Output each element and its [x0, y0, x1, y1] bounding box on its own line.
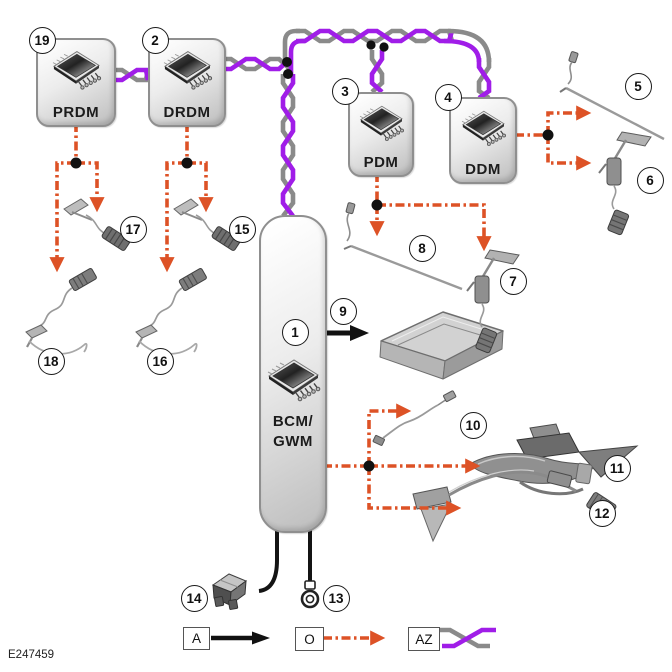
callout-12: 12 [588, 499, 616, 527]
bcm-pigtails [258, 528, 312, 593]
part-10-cable [372, 390, 457, 446]
callout-10: 10 [459, 411, 487, 439]
part-16-handle-cable [134, 266, 209, 356]
eyelet-ring-icon [300, 580, 320, 609]
module-ddm: DDM [449, 97, 517, 184]
callout-18: 18 [37, 347, 65, 375]
module-bcm-label-line1: BCM/ [272, 413, 314, 430]
callout-1: 1 [281, 318, 309, 346]
callout-7: 7 [499, 267, 527, 295]
callout-14: 14 [180, 584, 208, 612]
junction-dots [70, 40, 554, 472]
callout-9: 9 [329, 297, 357, 325]
module-pdm-label: PDM [363, 154, 399, 171]
callout-6: 6 [636, 166, 664, 194]
chip-icon [158, 47, 216, 93]
callout-16: 16 [146, 347, 174, 375]
chip-icon [457, 107, 509, 149]
can-bus-corners [282, 28, 492, 76]
callout-5: 5 [624, 72, 652, 100]
callout-3: 3 [331, 77, 359, 105]
callout-2: 2 [141, 26, 169, 54]
chip-icon [47, 47, 105, 93]
legend-code-o: O [295, 627, 324, 651]
legend-symbols [211, 627, 496, 649]
chip-icon [262, 355, 324, 405]
part-8-antenna-rod [343, 202, 463, 291]
callout-19: 19 [28, 26, 56, 54]
callout-11: 11 [603, 454, 631, 482]
legend-code-a: A [183, 627, 210, 650]
module-pdm: PDM [348, 92, 414, 177]
callout-13: 13 [322, 584, 350, 612]
module-drdm-label: DRDM [163, 104, 211, 121]
callout-4: 4 [434, 83, 462, 111]
module-ddm-label: DDM [465, 161, 501, 178]
module-bcm-gwm: BCM/ GWM [259, 215, 327, 533]
part-18-handle-cable [24, 266, 99, 356]
black-arrow [323, 325, 369, 341]
callout-8: 8 [408, 234, 436, 262]
module-prdm: PRDM [36, 38, 116, 127]
part-14-chime [211, 573, 248, 610]
module-prdm-label: PRDM [52, 104, 100, 121]
callout-17: 17 [119, 215, 147, 243]
module-bcm-label-line2: GWM [273, 433, 313, 450]
legend-code-az: AZ [408, 627, 440, 651]
part-5-antenna-rod [559, 51, 665, 141]
can-bus-twisted-pair [113, 28, 492, 218]
callout-15: 15 [228, 215, 256, 243]
figure-id: E247459 [8, 649, 55, 661]
chip-icon [355, 102, 407, 144]
